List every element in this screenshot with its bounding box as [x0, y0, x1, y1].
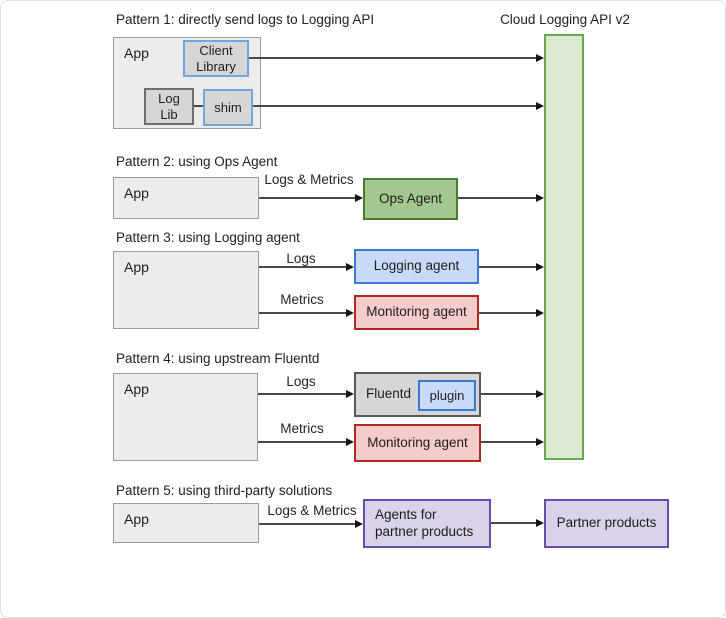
pattern4-app-node: App: [113, 373, 258, 461]
shim-to-api-line: [253, 105, 536, 107]
pattern2-app-node: App: [113, 177, 259, 219]
arrowhead-icon: [536, 438, 544, 446]
fluentd-to-api-line: [481, 393, 536, 395]
logging-agent-node: Logging agent: [354, 249, 479, 284]
logging-agent-to-api-line: [479, 266, 536, 268]
arrowhead-icon: [536, 519, 544, 527]
client-library-to-api-line: [249, 57, 536, 59]
pattern5-app-label: App: [124, 511, 149, 527]
ops-agent-node: Ops Agent: [363, 178, 458, 220]
pattern5-logs-metrics-label: Logs & Metrics: [267, 503, 357, 518]
arrowhead-icon: [346, 390, 354, 398]
partner-products-node: Partner products: [544, 499, 669, 548]
cloud-logging-api-title: Cloud Logging API v2: [500, 12, 630, 27]
app-to-logging-agent-line: [259, 266, 346, 268]
ops-agent-to-api-line: [458, 197, 536, 199]
arrowhead-icon: [346, 438, 354, 446]
agents-to-partner-products-line: [491, 522, 536, 524]
log-lib-node: Log Lib: [144, 88, 194, 125]
monitoring-agent-node: Monitoring agent: [354, 295, 479, 330]
client-library-node: Client Library: [183, 40, 249, 77]
pattern2-app-label: App: [124, 185, 149, 201]
app-to-monitoring-agent-line: [259, 312, 346, 314]
app-to-fluentd-line: [258, 393, 346, 395]
arrowhead-icon: [536, 102, 544, 110]
monitoring-agent-node: Monitoring agent: [354, 424, 481, 462]
app-to-partner-agents-line: [259, 523, 355, 525]
pattern3-metrics-label: Metrics: [280, 292, 324, 307]
pattern1-app-label: App: [124, 45, 149, 61]
arrowhead-icon: [536, 194, 544, 202]
pattern2-title: Pattern 2: using Ops Agent: [116, 154, 278, 169]
pattern4-app-label: App: [124, 381, 149, 397]
pattern5-title: Pattern 5: using third-party solutions: [116, 483, 333, 498]
arrowhead-icon: [536, 54, 544, 62]
shim-node: shim: [203, 89, 253, 126]
pattern1-title: Pattern 1: directly send logs to Logging…: [116, 12, 375, 27]
pattern3-app-label: App: [124, 259, 149, 275]
cloud-logging-api-node: [544, 34, 584, 460]
pattern4-title: Pattern 4: using upstream Fluentd: [116, 351, 320, 366]
arrowhead-icon: [355, 194, 363, 202]
monitoring-agent-to-api-line: [479, 312, 536, 314]
app-to-ops-agent-line: [259, 197, 355, 199]
pattern2-logs-metrics-label: Logs & Metrics: [264, 172, 354, 187]
pattern3-app-node: App: [113, 251, 259, 329]
arrowhead-icon: [536, 263, 544, 271]
arrowhead-icon: [536, 390, 544, 398]
pattern4-logs-label: Logs: [286, 374, 316, 389]
arrowhead-icon: [536, 309, 544, 317]
arrowhead-icon: [355, 520, 363, 528]
pattern3-title: Pattern 3: using Logging agent: [116, 230, 300, 245]
fluentd-plugin-node: plugin: [418, 380, 476, 411]
arrowhead-icon: [346, 309, 354, 317]
pattern3-logs-label: Logs: [286, 251, 316, 266]
arrowhead-icon: [346, 263, 354, 271]
loglib-shim-connector: [194, 105, 203, 107]
pattern5-app-node: App: [113, 503, 259, 543]
partner-agents-node: Agents for partner products: [363, 499, 491, 548]
pattern4-metrics-label: Metrics: [280, 421, 324, 436]
app-to-monitoring-agent4-line: [258, 441, 346, 443]
monitoring-agent4-to-api-line: [481, 441, 536, 443]
